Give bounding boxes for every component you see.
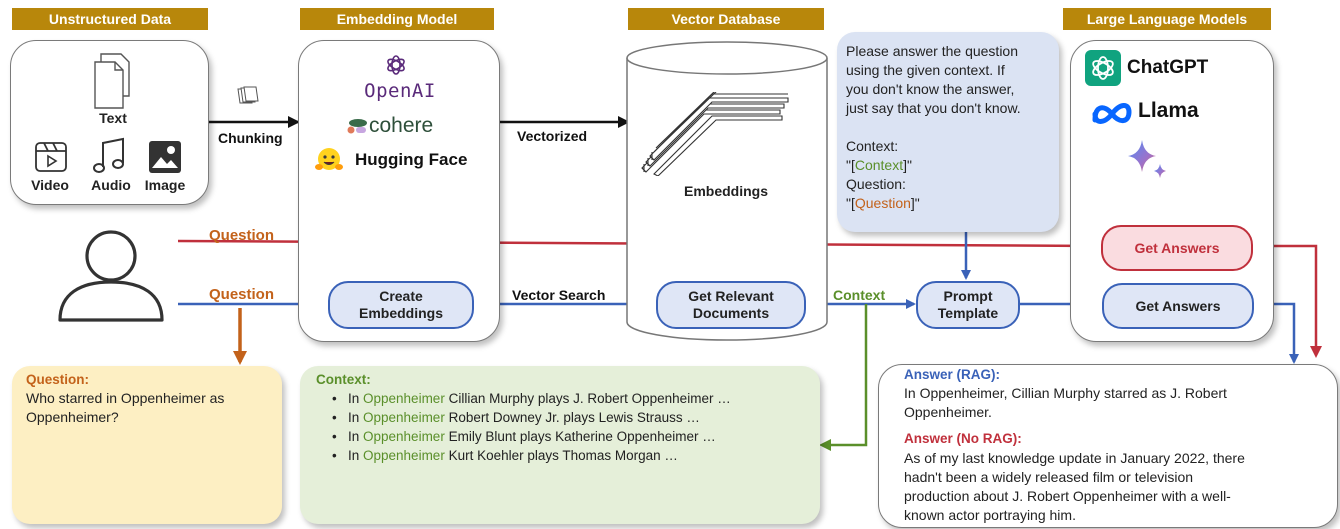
- header-vector-database: Vector Database: [628, 8, 824, 30]
- prompt-template-step: Prompt Template: [916, 281, 1020, 329]
- context-item: In Oppenheimer Cillian Murphy plays J. R…: [332, 389, 731, 408]
- get-docs-line-1: Get Relevant: [688, 288, 774, 304]
- chatgpt-logo-icon: [1085, 50, 1121, 86]
- header-embedding-model: Embedding Model: [300, 8, 494, 30]
- user-icon: [58, 230, 164, 322]
- prompt-instruction: Please answer the question using the giv…: [846, 42, 1058, 213]
- prompt-question-var: "[Question]": [846, 195, 920, 211]
- chunking-label: Chunking: [218, 130, 283, 146]
- answer-rag-line-1: In Oppenheimer, Cillian Murphy starred a…: [904, 385, 1227, 401]
- prompt-text-box: [837, 32, 1059, 232]
- video-icon: [35, 142, 67, 172]
- context-item: In Oppenheimer Kurt Koehler plays Thomas…: [332, 446, 731, 465]
- header-llm: Large Language Models: [1063, 8, 1271, 30]
- text-icon: [94, 53, 130, 109]
- answer-norag-line-2: hadn't been a widely released film or te…: [904, 469, 1194, 485]
- answer-norag-title: Answer (No RAG):: [904, 431, 1022, 446]
- image-icon: [149, 141, 181, 173]
- prompt-line-4: just say that you don't know.: [846, 100, 1021, 116]
- prompt-template-line-1: Prompt: [943, 288, 993, 304]
- header-unstructured-data: Unstructured Data: [12, 8, 208, 30]
- audio-icon: [93, 137, 124, 173]
- context-flow-label: Context: [833, 287, 886, 303]
- question-label-bottom: Question: [209, 286, 275, 303]
- prompt-line-3: you don't know the answer,: [846, 81, 1015, 97]
- context-card-title: Context:: [316, 372, 371, 387]
- context-list: In Oppenheimer Cillian Murphy plays J. R…: [330, 389, 731, 465]
- create-embeddings-step: Create Embeddings: [328, 281, 474, 329]
- text-label: Text: [99, 110, 127, 126]
- get-answers-norag-step: Get Answers: [1101, 225, 1253, 271]
- question-card: [12, 366, 282, 524]
- image-label: Image: [144, 177, 186, 193]
- get-relevant-documents-step: Get Relevant Documents: [656, 281, 806, 329]
- embeddings-label: Embeddings: [683, 183, 768, 199]
- gemini-logo-icon: [1128, 140, 1166, 178]
- llama-name: Llama: [1138, 99, 1199, 122]
- huggingface-name: Hugging Face: [355, 150, 468, 169]
- answer-norag-text: As of my last knowledge update in Januar…: [904, 449, 1334, 525]
- question-card-text: Who starred in Oppenheimer as Oppenheime…: [26, 389, 276, 427]
- cohere-name: cohere: [369, 114, 434, 137]
- answer-rag-text: In Oppenheimer, Cillian Murphy starred a…: [904, 384, 1334, 422]
- answer-rag-line-2: Oppenheimer.: [904, 404, 992, 420]
- prompt-line-1: Please answer the question: [846, 43, 1018, 59]
- answer-norag-line-4: known actor portraying him.: [904, 507, 1076, 523]
- vectorized-label: Vectorized: [517, 128, 588, 144]
- chatgpt-name: ChatGPT: [1127, 57, 1209, 78]
- get-answers-rag-step: Get Answers: [1102, 283, 1254, 329]
- question-card-line-2: Oppenheimer?: [26, 409, 119, 425]
- openai-name: OpenAI: [364, 80, 436, 102]
- cohere-logo-icon: [347, 119, 367, 134]
- vector-search-label: Vector Search: [512, 287, 606, 303]
- prompt-question-label: Question:: [846, 176, 906, 192]
- openai-logo-icon: [387, 55, 405, 75]
- prompt-context-var: "[Context]": [846, 157, 912, 173]
- chunks-icon: [237, 86, 259, 104]
- meta-logo-icon: [1092, 103, 1132, 124]
- answer-norag-line-3: production about J. Robert Oppenheimer w…: [904, 488, 1231, 504]
- audio-label: Audio: [91, 177, 131, 193]
- create-embeddings-line-1: Create: [379, 288, 423, 304]
- answer-rag-title: Answer (RAG):: [904, 367, 1001, 382]
- prompt-line-2: using the given context. If: [846, 62, 1005, 78]
- create-embeddings-line-2: Embeddings: [358, 305, 443, 321]
- question-label-top: Question: [209, 227, 275, 244]
- embeddings-vectors-icon: [641, 92, 789, 176]
- prompt-context-label: Context:: [846, 138, 899, 154]
- answer-norag-line-1: As of my last knowledge update in Januar…: [904, 450, 1245, 466]
- answer-card: [878, 364, 1338, 528]
- context-retrieval-arrow: [819, 304, 868, 451]
- context-item: In Oppenheimer Emily Blunt plays Katheri…: [332, 427, 731, 446]
- get-docs-line-2: Documents: [692, 305, 770, 321]
- video-label: Video: [31, 177, 69, 193]
- huggingface-logo-icon: [315, 148, 343, 170]
- context-item: In Oppenheimer Robert Downey Jr. plays L…: [332, 408, 731, 427]
- question-card-title: Question:: [26, 372, 89, 387]
- prompt-template-line-2: Template: [937, 305, 999, 321]
- question-card-line-1: Who starred in Oppenheimer as: [26, 390, 225, 406]
